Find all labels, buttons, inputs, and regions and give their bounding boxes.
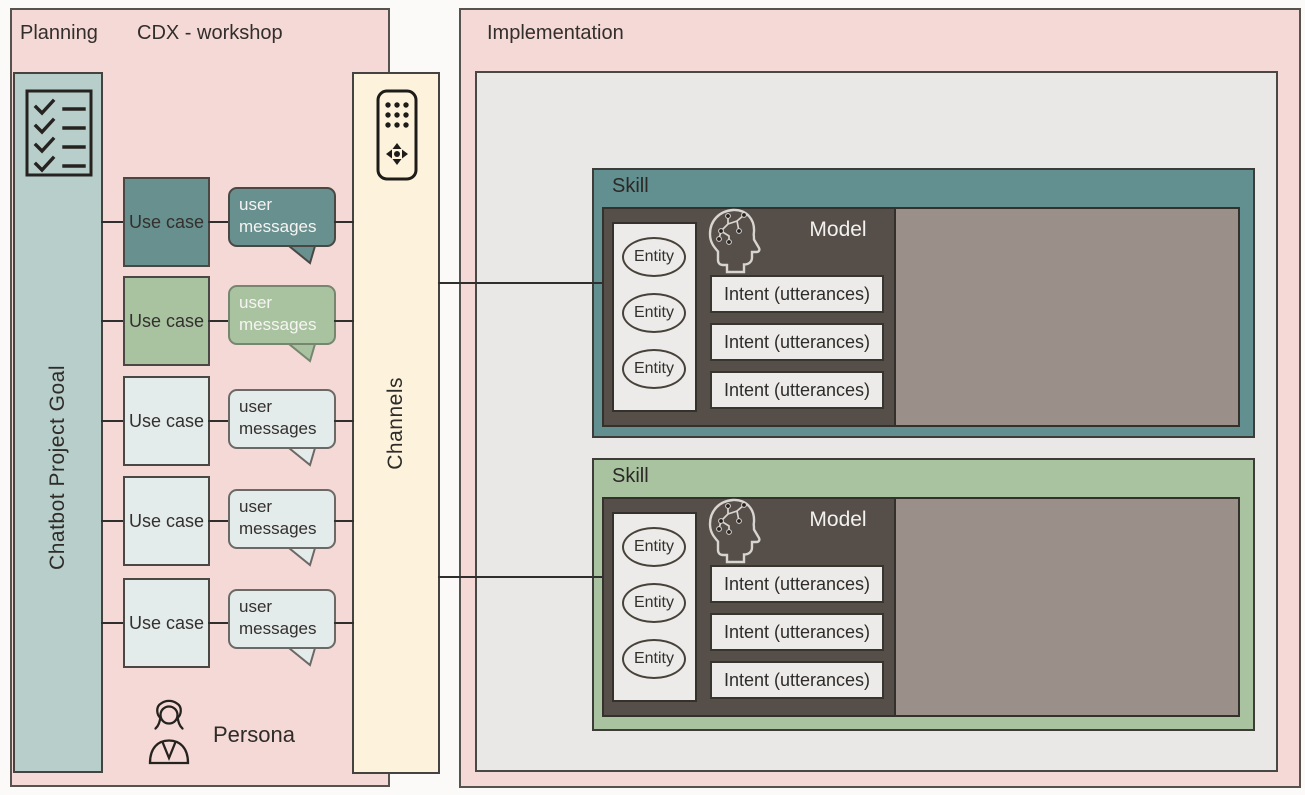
entity-node: Entity [622, 527, 686, 567]
connector-line [208, 622, 230, 624]
skill-box-2: Skill Entity Entity Entity Model Intent … [592, 458, 1255, 731]
use-case-box-3: Use case [123, 376, 210, 466]
ai-head-circuit-icon [708, 208, 761, 274]
skill-label: Skill [612, 465, 649, 487]
user-messages-bubble-5: user messages [228, 589, 336, 649]
skill-box-1: Skill Entity Entity Entity Model Intent … [592, 168, 1255, 438]
ai-head-circuit-icon [708, 498, 761, 564]
connector-line [208, 520, 230, 522]
connector-line [101, 320, 125, 322]
entity-node: Entity [622, 237, 686, 277]
bubble-tail [288, 343, 317, 363]
channels-column: Channels [352, 72, 440, 774]
channels-to-skill2-line [438, 576, 602, 578]
connector-line [334, 622, 354, 624]
intent-box: Intent (utterances) [710, 371, 884, 409]
user-messages-bubble-3: user messages [228, 389, 336, 449]
user-messages-bubble-2: user messages [228, 285, 336, 345]
connector-line [208, 320, 230, 322]
model-side-panel [894, 207, 1240, 427]
channels-to-skill1-line [438, 282, 602, 284]
connector-line [208, 221, 230, 223]
use-case-box-1: Use case [123, 177, 210, 267]
channels-label: Channels [384, 376, 407, 470]
user-messages-bubble-1: user messages [228, 187, 336, 247]
intent-box: Intent (utterances) [710, 661, 884, 699]
bubble-tail [288, 447, 317, 467]
bubble-tail [288, 647, 317, 667]
use-case-box-4: Use case [123, 476, 210, 566]
connector-line [101, 221, 125, 223]
user-messages-bubble-4: user messages [228, 489, 336, 549]
connector-line [101, 420, 125, 422]
use-case-box-5: Use case [123, 578, 210, 668]
model-label: Model [809, 218, 867, 241]
skill-label: Skill [612, 175, 649, 197]
checklist-icon [25, 89, 93, 177]
model-side-panel [894, 497, 1240, 717]
bubble-tail [288, 547, 317, 567]
model-label: Model [809, 508, 867, 531]
intent-box: Intent (utterances) [710, 323, 884, 361]
use-case-box-2: Use case [123, 276, 210, 366]
connector-line [334, 520, 354, 522]
entity-node: Entity [622, 639, 686, 679]
intent-box: Intent (utterances) [710, 275, 884, 313]
connector-line [208, 420, 230, 422]
connector-line [101, 520, 125, 522]
connector-line [101, 622, 125, 624]
project-goal-label: Chatbot Project Goal [46, 365, 69, 570]
entity-node: Entity [622, 583, 686, 623]
entity-node: Entity [622, 349, 686, 389]
entity-node: Entity [622, 293, 686, 333]
woman-persona-icon [148, 699, 190, 765]
connector-line [334, 420, 354, 422]
planning-subtitle: CDX - workshop [137, 22, 283, 44]
intent-box: Intent (utterances) [710, 565, 884, 603]
project-goal-column: Chatbot Project Goal [13, 72, 103, 773]
planning-title: Planning [20, 22, 98, 44]
keypad-dpad-icon [376, 89, 418, 181]
connector-line [334, 320, 354, 322]
connector-line [334, 221, 354, 223]
intent-box: Intent (utterances) [710, 613, 884, 651]
bubble-tail [288, 245, 317, 265]
persona-label: Persona [213, 722, 295, 747]
implementation-title: Implementation [487, 22, 624, 44]
